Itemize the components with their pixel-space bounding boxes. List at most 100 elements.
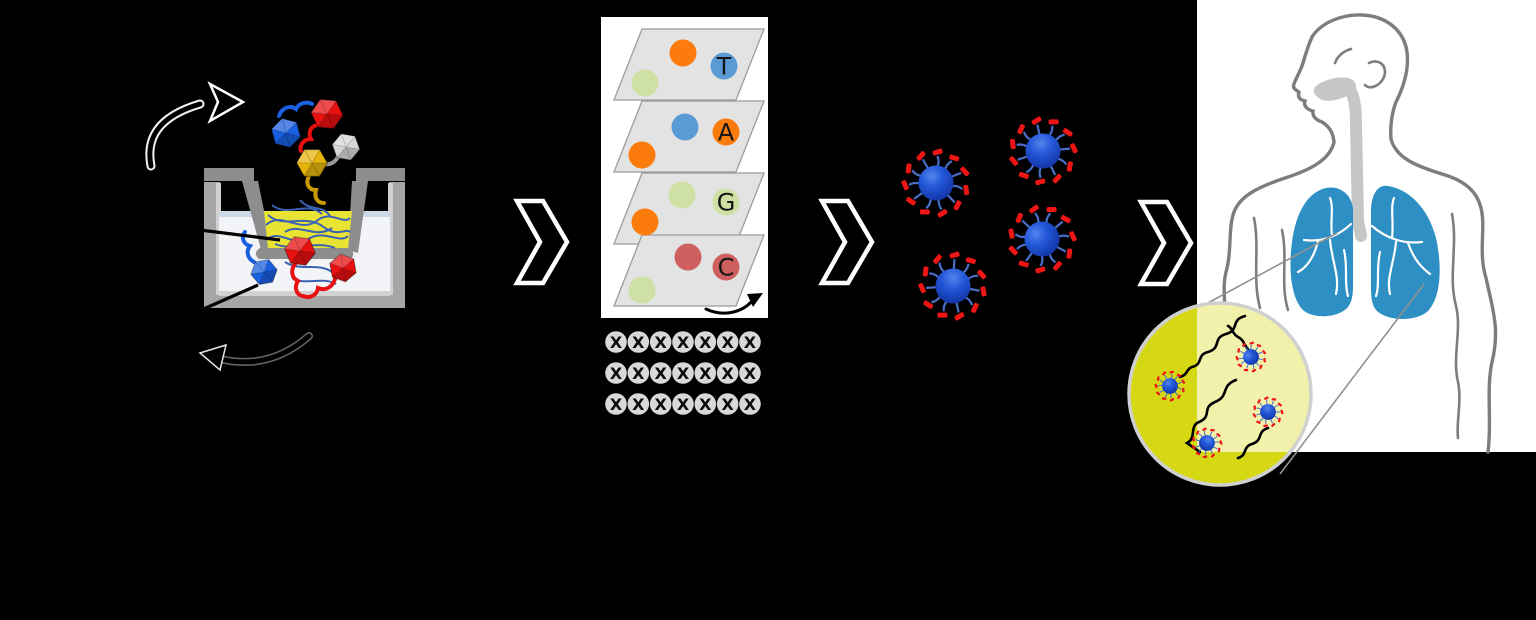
airway-trachea — [1313, 77, 1367, 242]
np-peptide-tip — [1191, 444, 1196, 450]
read-circle — [649, 331, 672, 353]
np-peptide-tip — [1156, 376, 1160, 381]
np-peptide-tip — [1251, 368, 1257, 373]
phage-nanoparticle-icon — [901, 148, 970, 218]
np-peptide-tip — [1154, 383, 1158, 389]
read-circle — [716, 393, 739, 415]
np-peptide-tip — [1202, 455, 1208, 459]
read-symbol: X — [654, 395, 667, 414]
np-peptide-tip — [1280, 409, 1284, 415]
np-peptide-tip — [1053, 261, 1062, 271]
np-peptide-tip — [918, 283, 926, 294]
np-peptide-tip — [1060, 214, 1071, 224]
np-peptide-tip — [919, 209, 930, 215]
np-peptide-tip — [1176, 373, 1182, 377]
read-circle — [694, 393, 717, 415]
np-peptide-tip — [1018, 260, 1029, 268]
probe-dot — [631, 208, 659, 236]
np-peptide-tip — [1257, 399, 1261, 404]
read-circle — [649, 393, 672, 415]
read-symbol: X — [677, 364, 690, 383]
np-peptide-tip — [1202, 427, 1207, 432]
np-peptide-tip — [1256, 344, 1262, 348]
phage-nanoparticle-icon — [1009, 116, 1078, 186]
read-symbol: X — [632, 364, 645, 383]
np-peptide-tip — [949, 251, 960, 259]
np-peptide-tip — [1066, 248, 1073, 259]
np-sphere — [1162, 378, 1178, 394]
pointer-line — [175, 225, 281, 242]
read-circle — [672, 393, 694, 415]
read-circle — [649, 362, 672, 384]
read-symbol: X — [610, 395, 623, 414]
read-symbol: X — [654, 333, 667, 352]
np-peptide-tip — [1035, 266, 1046, 274]
np-peptide-tip — [1219, 440, 1223, 445]
cycle-arrow-bottom-icon — [198, 332, 313, 372]
base-letter-G: G — [717, 189, 736, 217]
np-sphere — [1243, 349, 1259, 365]
read-symbol: X — [699, 364, 712, 383]
read-symbol: X — [744, 364, 757, 383]
read-symbol: X — [744, 395, 757, 414]
np-peptide-tip — [905, 163, 912, 174]
probe-dot — [671, 113, 699, 141]
base-letter-C: C — [718, 254, 735, 282]
np-peptide-tip — [1182, 387, 1185, 393]
np-peptide-tip — [1259, 364, 1263, 370]
chevron-arrow-icon — [818, 198, 875, 286]
read-circle — [672, 331, 694, 353]
np-peptide-tip — [953, 200, 962, 211]
np-peptide-tip — [1195, 430, 1200, 435]
read-symbol: X — [610, 364, 623, 383]
np-peptide-tip — [1237, 363, 1243, 368]
np-peptide-tip — [1181, 379, 1186, 384]
phage-nanoparticle-icon — [1191, 427, 1223, 459]
np-sphere — [1199, 435, 1215, 451]
read-symbol: X — [721, 395, 734, 414]
read-circle — [716, 362, 739, 384]
np-peptide-tip — [932, 148, 943, 156]
np-peptide-tip — [1018, 171, 1030, 179]
np-peptide-tip — [1249, 341, 1255, 345]
np-peptide-tip — [1253, 405, 1256, 410]
eye-line — [1333, 47, 1353, 65]
panel-biopanning — [145, 81, 405, 372]
np-peptide-tip — [1155, 391, 1161, 396]
panel-nanoparticles — [901, 116, 1078, 321]
np-peptide-tip — [965, 257, 976, 264]
np-peptide-tip — [1009, 138, 1016, 150]
np-peptide-tip — [1277, 402, 1283, 407]
np-peptide-tip — [1169, 398, 1175, 402]
np-peptide-tip — [933, 254, 942, 264]
read-symbol: X — [699, 395, 712, 414]
pointer-line — [182, 283, 259, 320]
np-sphere — [1260, 404, 1276, 420]
read-circle — [716, 331, 739, 353]
np-peptide-tip — [1048, 119, 1059, 125]
np-peptide-tip — [1242, 342, 1247, 348]
np-peptide-tip — [1277, 417, 1281, 423]
np-peptide-tip — [1035, 178, 1046, 186]
read-circle — [627, 393, 650, 415]
np-peptide-tip — [937, 312, 948, 318]
phage-nanoparticle-icon — [1008, 204, 1077, 274]
probe-dot — [628, 276, 656, 304]
chevron-arrow-icon — [1137, 199, 1194, 287]
human-body-outline — [1222, 13, 1498, 454]
read-symbol: X — [721, 333, 734, 352]
base-dot-T — [710, 52, 738, 80]
np-peptide-tip — [922, 266, 929, 277]
np-peptide-tip — [1052, 173, 1062, 184]
inset-border — [1127, 301, 1313, 487]
np-peptide-tip — [963, 184, 970, 196]
base-dot-G — [712, 188, 740, 216]
read-symbol: X — [721, 364, 734, 383]
np-peptide-tip — [1263, 424, 1268, 428]
np-peptide-tip — [1069, 231, 1077, 242]
np-peptide-tip — [1177, 394, 1181, 399]
read-symbol: X — [654, 364, 667, 383]
